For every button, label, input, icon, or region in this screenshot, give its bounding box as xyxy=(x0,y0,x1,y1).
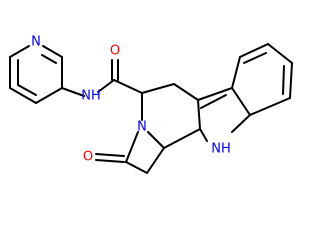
indole-nh-label: NH xyxy=(211,142,231,157)
bond xyxy=(267,43,293,64)
pyridine-nitrogen-label: N xyxy=(31,35,41,50)
bond xyxy=(200,94,227,109)
bond xyxy=(95,159,125,163)
bond xyxy=(113,79,143,94)
indole-benzene-ring xyxy=(231,43,293,116)
amide-oxygen-label: O xyxy=(110,44,120,59)
bond xyxy=(9,87,37,104)
bond xyxy=(239,43,269,58)
bond xyxy=(243,52,267,64)
bond xyxy=(95,153,125,157)
atom-labels: N NH O N O NH xyxy=(31,35,231,165)
bond xyxy=(197,99,201,130)
bond xyxy=(231,56,241,89)
bond xyxy=(61,87,85,97)
bond xyxy=(173,83,199,101)
pyrrolidinone-ring xyxy=(95,92,165,174)
bond xyxy=(9,45,30,58)
bond xyxy=(282,65,285,95)
molecule-structure: N NH O N O NH xyxy=(9,35,293,174)
amide-nh-label: NH xyxy=(81,89,101,104)
ketone-oxygen-label: O xyxy=(83,150,93,165)
pyridine-ring xyxy=(9,45,63,104)
bond xyxy=(42,45,63,58)
bond xyxy=(289,62,293,99)
bond xyxy=(147,131,165,149)
bond xyxy=(231,114,251,133)
bond xyxy=(141,83,175,94)
bond xyxy=(125,161,148,174)
bond xyxy=(163,128,201,149)
bond xyxy=(199,128,208,142)
bond xyxy=(146,147,165,174)
bond xyxy=(249,97,291,116)
structure-canvas: N NH O N O NH xyxy=(9,34,293,174)
tetrahydropyridine-ring xyxy=(141,83,201,149)
bond xyxy=(197,87,233,101)
bond xyxy=(41,54,57,64)
ring-nitrogen-label: N xyxy=(137,120,147,135)
bond xyxy=(35,87,63,104)
amide-linker xyxy=(61,59,143,97)
bond xyxy=(97,79,115,93)
bond xyxy=(17,84,37,96)
bond xyxy=(231,87,251,116)
bond xyxy=(125,131,139,163)
indole-pyrrole-ring xyxy=(197,87,251,142)
